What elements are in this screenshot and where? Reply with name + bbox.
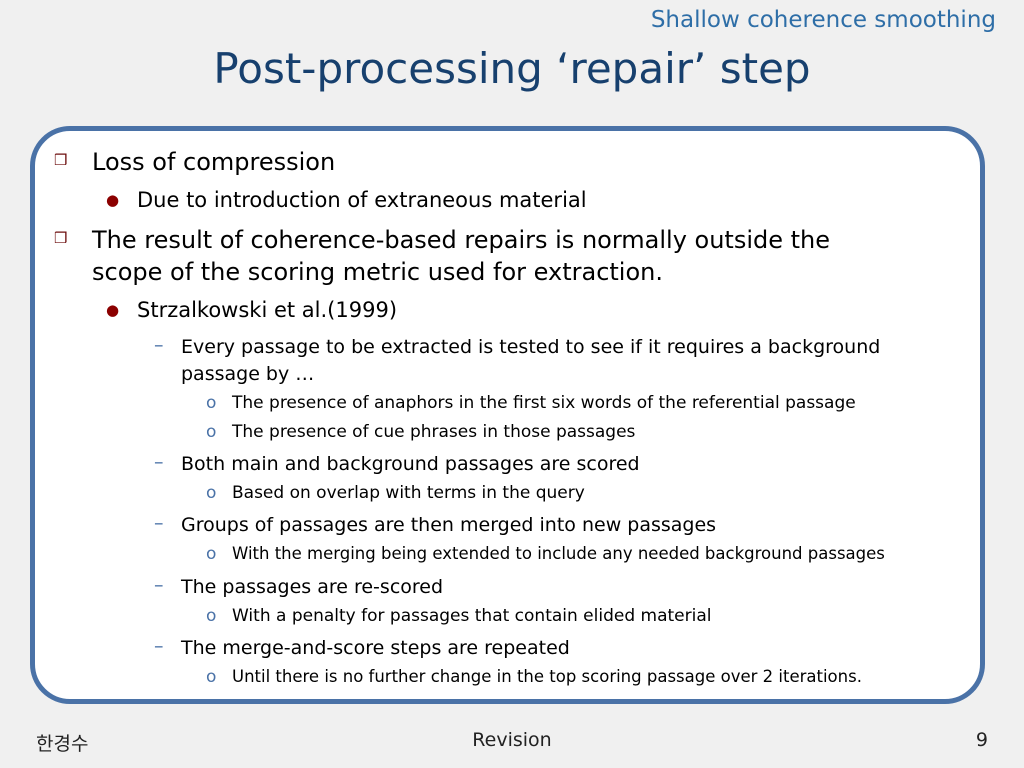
bullet-text: With the merging being extended to inclu… xyxy=(232,544,885,563)
bullet-text: Both main and background passages are sc… xyxy=(181,453,640,475)
footer-label: Revision xyxy=(472,729,552,751)
footer-author: 한경수 xyxy=(36,733,89,755)
circle-bullet-icon: o xyxy=(206,393,217,413)
square-bullet-icon: ❒ xyxy=(54,151,68,169)
circle-bullet-icon: o xyxy=(206,667,217,687)
bullet-text: The passages are re-scored xyxy=(181,576,444,598)
bullet-text: Strzalkowski et al.(1999) xyxy=(137,298,398,322)
dash-bullet-icon: – xyxy=(154,635,164,657)
section-label: Shallow coherence smoothing xyxy=(650,7,996,33)
bullet-text: The presence of anaphors in the first si… xyxy=(232,393,856,413)
dash-bullet-icon: – xyxy=(154,451,164,473)
circle-bullet-icon: o xyxy=(206,483,217,503)
bullet-text: Every passage to be extracted is tested … xyxy=(181,336,881,358)
round-bullet-icon: ● xyxy=(106,191,120,209)
bullet-text: Until there is no further change in the … xyxy=(232,667,862,686)
dash-bullet-icon: – xyxy=(154,512,164,534)
circle-bullet-icon: o xyxy=(206,606,217,626)
bullet-text: scope of the scoring metric used for ext… xyxy=(92,258,663,286)
bullet-text: Groups of passages are then merged into … xyxy=(181,514,717,536)
circle-bullet-icon: o xyxy=(206,422,217,442)
bullet-text: The merge-and-score steps are repeated xyxy=(181,637,570,659)
bullet-text: The presence of cue phrases in those pas… xyxy=(232,422,636,442)
dash-bullet-icon: – xyxy=(154,334,164,356)
bullet-text: Due to introduction of extraneous materi… xyxy=(137,188,587,212)
circle-bullet-icon: o xyxy=(206,544,217,564)
slide-title: Post-processing ‘repair’ step xyxy=(213,44,811,93)
content-box xyxy=(30,126,985,704)
bullet-text: Loss of compression xyxy=(92,148,336,176)
bullet-text: passage by … xyxy=(181,363,315,385)
square-bullet-icon: ❒ xyxy=(54,229,68,247)
bullet-text: Based on overlap with terms in the query xyxy=(232,483,585,503)
page-number: 9 xyxy=(975,729,988,751)
round-bullet-icon: ● xyxy=(106,301,120,319)
dash-bullet-icon: – xyxy=(154,574,164,596)
bullet-text: The result of coherence-based repairs is… xyxy=(92,226,831,254)
bullet-text: With a penalty for passages that contain… xyxy=(232,606,712,626)
